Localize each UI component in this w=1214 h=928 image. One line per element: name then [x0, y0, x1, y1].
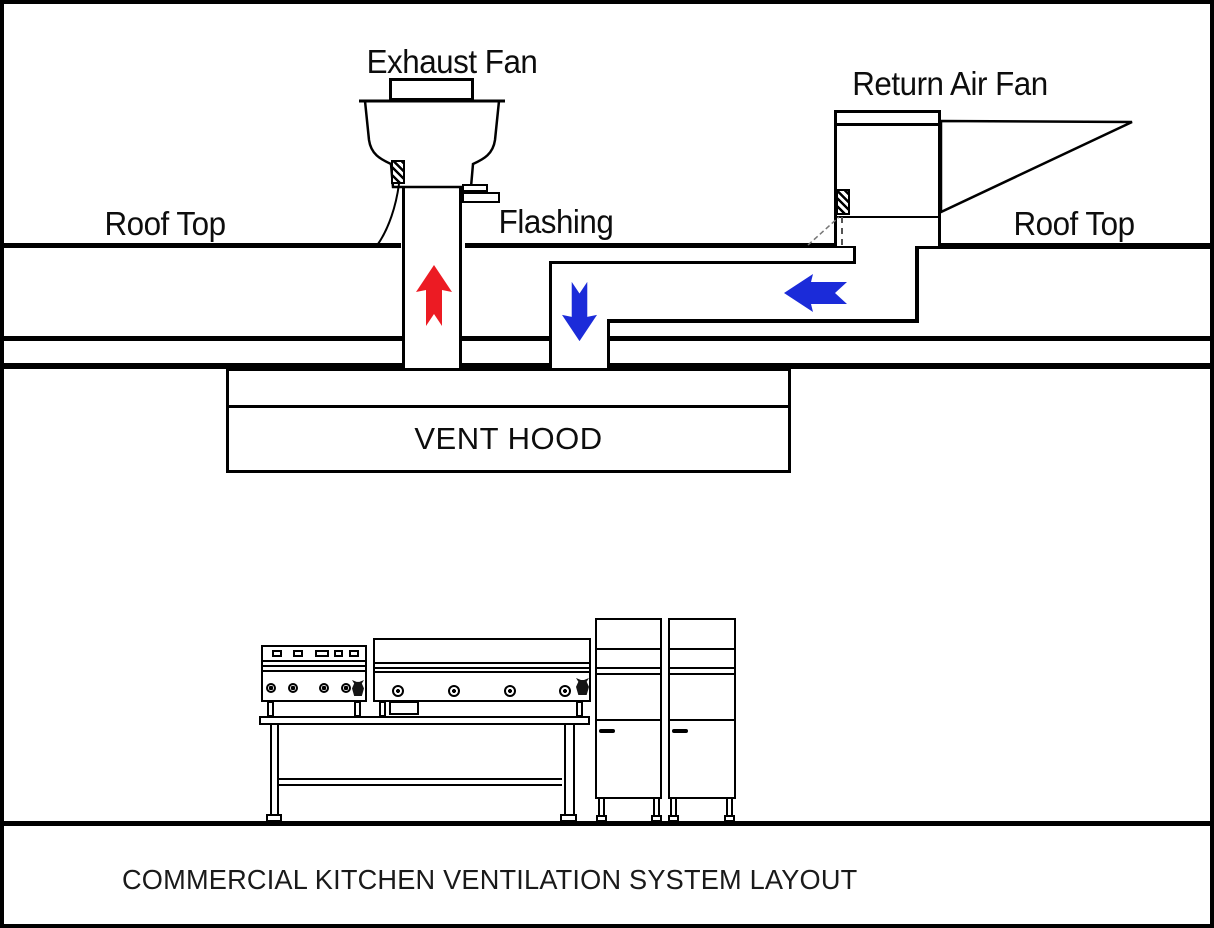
- range-grate-slot: [315, 650, 329, 657]
- roof-top-right-label: Roof Top: [1013, 205, 1135, 242]
- cabinet-trim-line: [670, 667, 734, 669]
- roof-line: [465, 243, 855, 248]
- ceiling-line: [610, 363, 1210, 369]
- flashing-step: [462, 192, 500, 203]
- range-leg: [267, 701, 274, 717]
- vent-hood-divider: [229, 405, 788, 408]
- range-control-knob: [341, 683, 351, 693]
- cabinet-door-handle: [599, 729, 615, 733]
- dish-cabinet: [595, 618, 662, 799]
- griddle-control-knob: [559, 685, 571, 697]
- vent-hood-label: VENT HOOD: [414, 421, 603, 456]
- return-fan-panel-line: [837, 123, 938, 126]
- return-curb-dashed-diagonal: [807, 216, 840, 246]
- roof-deck-line: [462, 336, 550, 341]
- range-leg: [354, 701, 361, 717]
- return-air-fan-cabinet: [834, 110, 941, 246]
- range-grate-slot: [293, 650, 303, 657]
- range-control-knob: [319, 683, 329, 693]
- roof-top-left-label: Roof Top: [104, 205, 226, 242]
- return-duct-bottom: [607, 319, 918, 323]
- table-top: [259, 716, 590, 725]
- range-grate-slot: [349, 650, 359, 657]
- griddle-trim-line: [375, 667, 589, 669]
- exhaust-duct-wall: [402, 185, 405, 369]
- table-foot: [560, 814, 577, 822]
- griddle-trim-line: [375, 671, 589, 673]
- roof-line: [4, 243, 401, 248]
- return-duct-riser-wall: [853, 246, 856, 264]
- exhaust-airflow-up-arrow: [416, 265, 452, 326]
- range-grate-slot: [334, 650, 343, 657]
- range-grate-slot: [272, 650, 282, 657]
- flashing-step: [462, 184, 488, 192]
- range-trim-line: [263, 665, 365, 667]
- griddle-unit: [373, 638, 591, 702]
- cabinet-trim-line: [597, 673, 660, 675]
- exhaust-fan-housing: [359, 99, 505, 189]
- exhaust-fan-label: Exhaust Fan: [366, 43, 538, 80]
- range-control-knob: [266, 683, 276, 693]
- brand-logo-icon: [352, 680, 364, 696]
- cabinet-foot: [668, 815, 679, 822]
- cabinet-leg: [598, 797, 605, 817]
- cabinet-trim-line: [597, 667, 660, 669]
- return-duct-riser-wall: [915, 246, 919, 323]
- return-duct-top: [549, 261, 856, 264]
- return-curb-hatch-icon: [836, 189, 850, 215]
- cabinet-trim-line: [670, 719, 734, 721]
- return-airflow-left-arrow: [784, 274, 847, 312]
- return-air-fan-label: Return Air Fan: [852, 65, 1048, 102]
- griddle-drawer: [389, 701, 419, 715]
- vent-hood: [226, 368, 791, 473]
- table-foot: [266, 814, 282, 822]
- return-drop-duct-wall: [549, 261, 552, 369]
- ceiling-line: [462, 363, 550, 369]
- flashing-label: Flashing: [498, 203, 614, 240]
- cabinet-foot: [651, 815, 662, 822]
- table-leg: [564, 723, 575, 816]
- ceiling-line: [4, 363, 402, 369]
- griddle-control-knob: [448, 685, 460, 697]
- return-fan-intake-hood: [939, 119, 1133, 214]
- cabinet-trim-line: [597, 648, 660, 650]
- dish-cabinet: [668, 618, 736, 799]
- cabinet-foot: [724, 815, 735, 822]
- roof-line: [919, 243, 1210, 249]
- diagram-title: COMMERCIAL KITCHEN VENTILATION SYSTEM LA…: [122, 864, 858, 895]
- return-drop-duct-wall: [607, 319, 610, 369]
- cabinet-leg: [670, 797, 677, 817]
- cabinet-door-handle: [672, 729, 688, 733]
- cabinet-trim-line: [670, 673, 734, 675]
- floor-line: [4, 821, 1210, 826]
- griddle-leg: [576, 701, 583, 717]
- cabinet-trim-line: [597, 719, 660, 721]
- return-fan-panel-line: [837, 216, 938, 218]
- roof-deck-line: [610, 336, 1210, 341]
- table-leg: [270, 723, 279, 816]
- range-trim-line: [263, 660, 365, 662]
- range-trim-line: [263, 670, 365, 672]
- brand-logo-icon: [576, 678, 589, 695]
- griddle-leg: [379, 701, 386, 717]
- range-control-knob: [288, 683, 298, 693]
- griddle-trim-line: [375, 662, 589, 664]
- cabinet-leg: [726, 797, 733, 817]
- table-shelf: [278, 778, 562, 786]
- cabinet-foot: [596, 815, 607, 822]
- griddle-control-knob: [504, 685, 516, 697]
- roof-curb-hatch-icon: [391, 160, 405, 184]
- return-airflow-down-arrow: [562, 281, 597, 342]
- cabinet-leg: [653, 797, 660, 817]
- griddle-control-knob: [392, 685, 404, 697]
- return-curb-dashed-line: [841, 217, 843, 245]
- roof-curb-flashing-curve: [377, 183, 400, 245]
- cabinet-trim-line: [670, 648, 734, 650]
- exhaust-duct-wall: [459, 185, 462, 369]
- roof-deck-line: [4, 336, 402, 341]
